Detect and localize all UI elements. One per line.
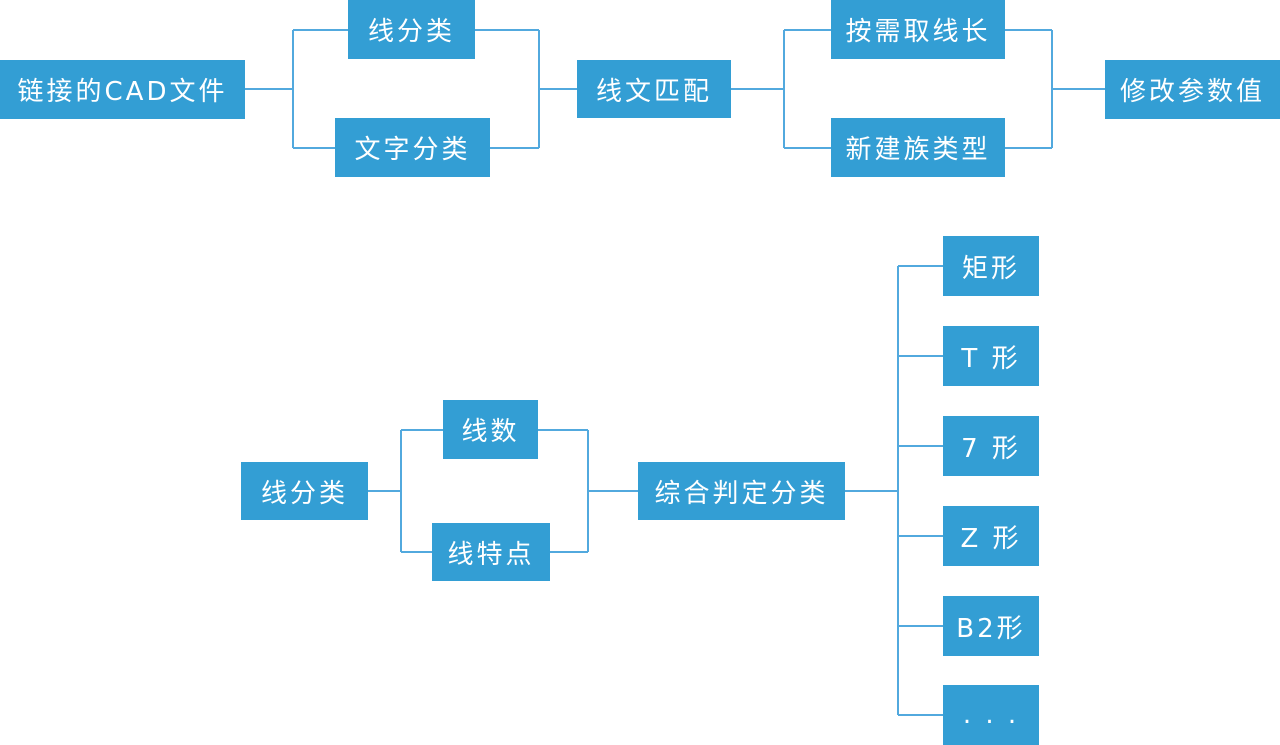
node-modify-params: 修改参数值 [1105, 60, 1280, 119]
node-line-feature-label: 线特点 [447, 539, 535, 570]
node-line-count: 线数 [443, 400, 538, 459]
node-line-classify-2: 线分类 [241, 462, 368, 520]
node-judge-classify-label: 综合判定分类 [654, 478, 829, 509]
node-line-feature: 线特点 [432, 523, 550, 581]
node-shape-rect: 矩形 [943, 236, 1039, 296]
node-text-classify: 文字分类 [335, 118, 490, 177]
node-shape-t-label: T 形 [961, 343, 1021, 374]
connector-match-to-branches [731, 29, 831, 149]
node-shape-z-label: Z 形 [960, 523, 1022, 554]
node-line-classify-2-label: 线分类 [260, 478, 348, 509]
node-line-count-label: 线数 [461, 417, 520, 447]
connector-lineclass-to-branches [368, 429, 443, 553]
node-new-family-type-label: 新建族类型 [845, 135, 991, 165]
node-shape-b2: B2形 [943, 596, 1039, 656]
node-take-line-length: 按需取线长 [831, 0, 1005, 59]
connector-branches-to-match [475, 29, 577, 149]
node-line-classify-label: 线分类 [367, 17, 455, 47]
node-shape-t: T 形 [943, 326, 1039, 386]
connector-judge-to-shapes [845, 265, 943, 716]
node-take-line-length-label: 按需取线长 [845, 17, 991, 47]
node-judge-classify: 综合判定分类 [638, 462, 845, 520]
node-line-text-match: 线文匹配 [577, 60, 731, 118]
node-shape-7-label: 7 形 [961, 433, 1021, 464]
node-shape-7: 7 形 [943, 416, 1039, 476]
node-cad-file: 链接的CAD文件 [0, 60, 245, 119]
connector-branches-to-modify [1005, 29, 1105, 149]
node-modify-params-label: 修改参数值 [1119, 77, 1265, 107]
connector-cad-to-branches [245, 29, 348, 149]
node-text-classify-label: 文字分类 [354, 135, 471, 165]
node-shape-more: . . . [943, 685, 1039, 745]
node-shape-b2-label: B2形 [956, 613, 1026, 644]
node-new-family-type: 新建族类型 [831, 118, 1005, 177]
node-line-classify: 线分类 [348, 0, 475, 59]
node-shape-rect-label: 矩形 [961, 253, 1020, 284]
connector-branches-to-judge [538, 429, 638, 553]
node-cad-file-label: 链接的CAD文件 [17, 77, 228, 107]
node-shape-more-label: . . . [962, 700, 1020, 730]
node-shape-z: Z 形 [943, 506, 1039, 566]
node-line-text-match-label: 线文匹配 [595, 76, 712, 107]
